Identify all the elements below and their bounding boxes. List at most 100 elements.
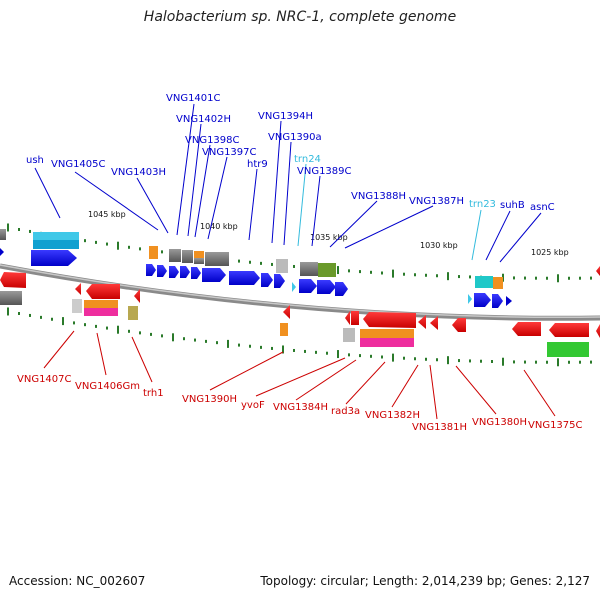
feature-arrow: [468, 294, 472, 304]
feature-block: [149, 246, 158, 259]
gene-label-asnc: asnC: [530, 202, 555, 213]
feature-arrow: [202, 268, 226, 282]
gene-label-vng1394h: VNG1394H: [258, 111, 313, 122]
gene-label-vng1390h: VNG1390H: [182, 394, 237, 405]
gene-label-vng1401c: VNG1401C: [166, 93, 221, 104]
genome-backbone: [0, 263, 600, 321]
feature-block: [280, 323, 288, 336]
gene-label-vng1403h: VNG1403H: [111, 167, 166, 178]
accession-label: Accession: NC_002607: [9, 574, 146, 588]
gene-label-suhb: suhB: [500, 200, 525, 211]
feature-arrow: [299, 279, 317, 293]
feature-block: [182, 250, 193, 263]
feature-block: [205, 252, 229, 266]
gene-label-trn23: trn23: [469, 199, 496, 210]
feature-arrow: [283, 305, 290, 319]
feature-block: [33, 232, 79, 240]
gene-label-vng1397c: VNG1397C: [202, 147, 257, 158]
feature-arrow: [492, 294, 503, 308]
feature-arrow: [418, 315, 426, 329]
feature-block: [169, 249, 181, 262]
feature-block: [547, 342, 589, 357]
feature-arrow: [596, 324, 600, 338]
gene-label-vng1381h: VNG1381H: [412, 422, 467, 433]
gene-label-vng1407c: VNG1407C: [17, 374, 72, 385]
feature-arrow: [261, 273, 273, 287]
feature-arrow: [157, 265, 167, 277]
feature-arrow: [474, 293, 491, 307]
feature-arrow: [191, 267, 201, 279]
feature-arrow: [75, 283, 81, 295]
gene-label-vng1398c: VNG1398C: [185, 135, 240, 146]
feature-arrow: [512, 322, 541, 336]
scale-label-1045: 1045 kbp: [88, 210, 126, 219]
feature-block: [360, 329, 414, 338]
gene-label-trh1: trh1: [143, 388, 164, 399]
scale-label-1025: 1025 kbp: [531, 248, 569, 257]
feature-arrow: [31, 250, 77, 266]
feature-block: [128, 306, 138, 320]
feature-arrow: [0, 272, 26, 288]
feature-arrow: [86, 284, 120, 299]
feature-arrow: [134, 289, 140, 303]
scale-label-1030: 1030 kbp: [420, 241, 458, 250]
gene-label-htr9: htr9: [247, 159, 268, 170]
feature-block: [351, 311, 359, 325]
feature-block: [343, 328, 355, 342]
gene-label-rad3a: rad3a: [331, 406, 360, 417]
feature-block: [475, 276, 493, 288]
feature-block: [300, 262, 318, 276]
upper-gene-labels: ush VNG1405C VNG1403H VNG1401C VNG1402H …: [26, 93, 555, 213]
forward-features: [0, 229, 600, 308]
feature-arrow: [363, 312, 416, 328]
feature-arrow: [274, 274, 285, 288]
gene-label-yvof: yvoF: [241, 400, 265, 411]
gene-label-vng1387h: VNG1387H: [409, 196, 464, 207]
gene-label-vng1380h: VNG1380H: [472, 417, 527, 428]
feature-arrow: [146, 264, 156, 276]
leader-lines: [34, 103, 556, 420]
gene-label-vng1384h: VNG1384H: [273, 402, 328, 413]
gene-label-vng1388h: VNG1388H: [351, 191, 406, 202]
genome-title: Halobacterium sp. NRC-1, complete genome: [143, 9, 457, 25]
feature-block: [194, 251, 204, 258]
gene-label-vng1389c: VNG1389C: [297, 166, 352, 177]
gene-label-vng1382h: VNG1382H: [365, 410, 420, 421]
feature-block: [33, 240, 79, 249]
feature-arrow: [452, 318, 466, 332]
gene-label-ush: ush: [26, 155, 44, 166]
feature-block: [84, 308, 118, 316]
feature-block: [0, 229, 6, 240]
feature-arrow: [317, 280, 336, 294]
feature-block: [72, 299, 82, 313]
feature-arrow: [335, 282, 348, 296]
feature-block: [360, 338, 414, 347]
feature-arrow: [596, 266, 600, 276]
feature-block: [493, 277, 503, 289]
gene-label-vng1402h: VNG1402H: [176, 114, 231, 125]
feature-arrow: [345, 311, 350, 325]
gene-label-vng1390a: VNG1390a: [268, 132, 322, 143]
genome-summary: Topology: circular; Length: 2,014,239 bp…: [260, 574, 590, 588]
scale-label-1035: 1035 kbp: [310, 233, 348, 242]
feature-arrow: [229, 271, 260, 285]
feature-block: [0, 291, 22, 305]
feature-block: [276, 259, 288, 273]
scale-label-1040: 1040 kbp: [200, 222, 238, 231]
gene-label-vng1406gm: VNG1406Gm: [75, 381, 140, 392]
feature-arrow: [180, 266, 190, 278]
gene-label-vng1375c: VNG1375C: [528, 420, 583, 431]
feature-block: [318, 263, 336, 277]
feature-block: [194, 258, 204, 264]
reverse-features: [0, 272, 600, 357]
gene-label-vng1405c: VNG1405C: [51, 159, 106, 170]
feature-arrow: [292, 282, 296, 292]
feature-block: [84, 300, 118, 308]
feature-arrow: [0, 248, 4, 256]
lower-gene-labels: VNG1407C VNG1406Gm trh1 VNG1390H yvoF VN…: [17, 374, 583, 433]
feature-arrow: [549, 323, 589, 337]
gene-label-trn24: trn24: [294, 154, 321, 165]
feature-arrow: [430, 316, 438, 330]
feature-arrow: [506, 296, 512, 306]
